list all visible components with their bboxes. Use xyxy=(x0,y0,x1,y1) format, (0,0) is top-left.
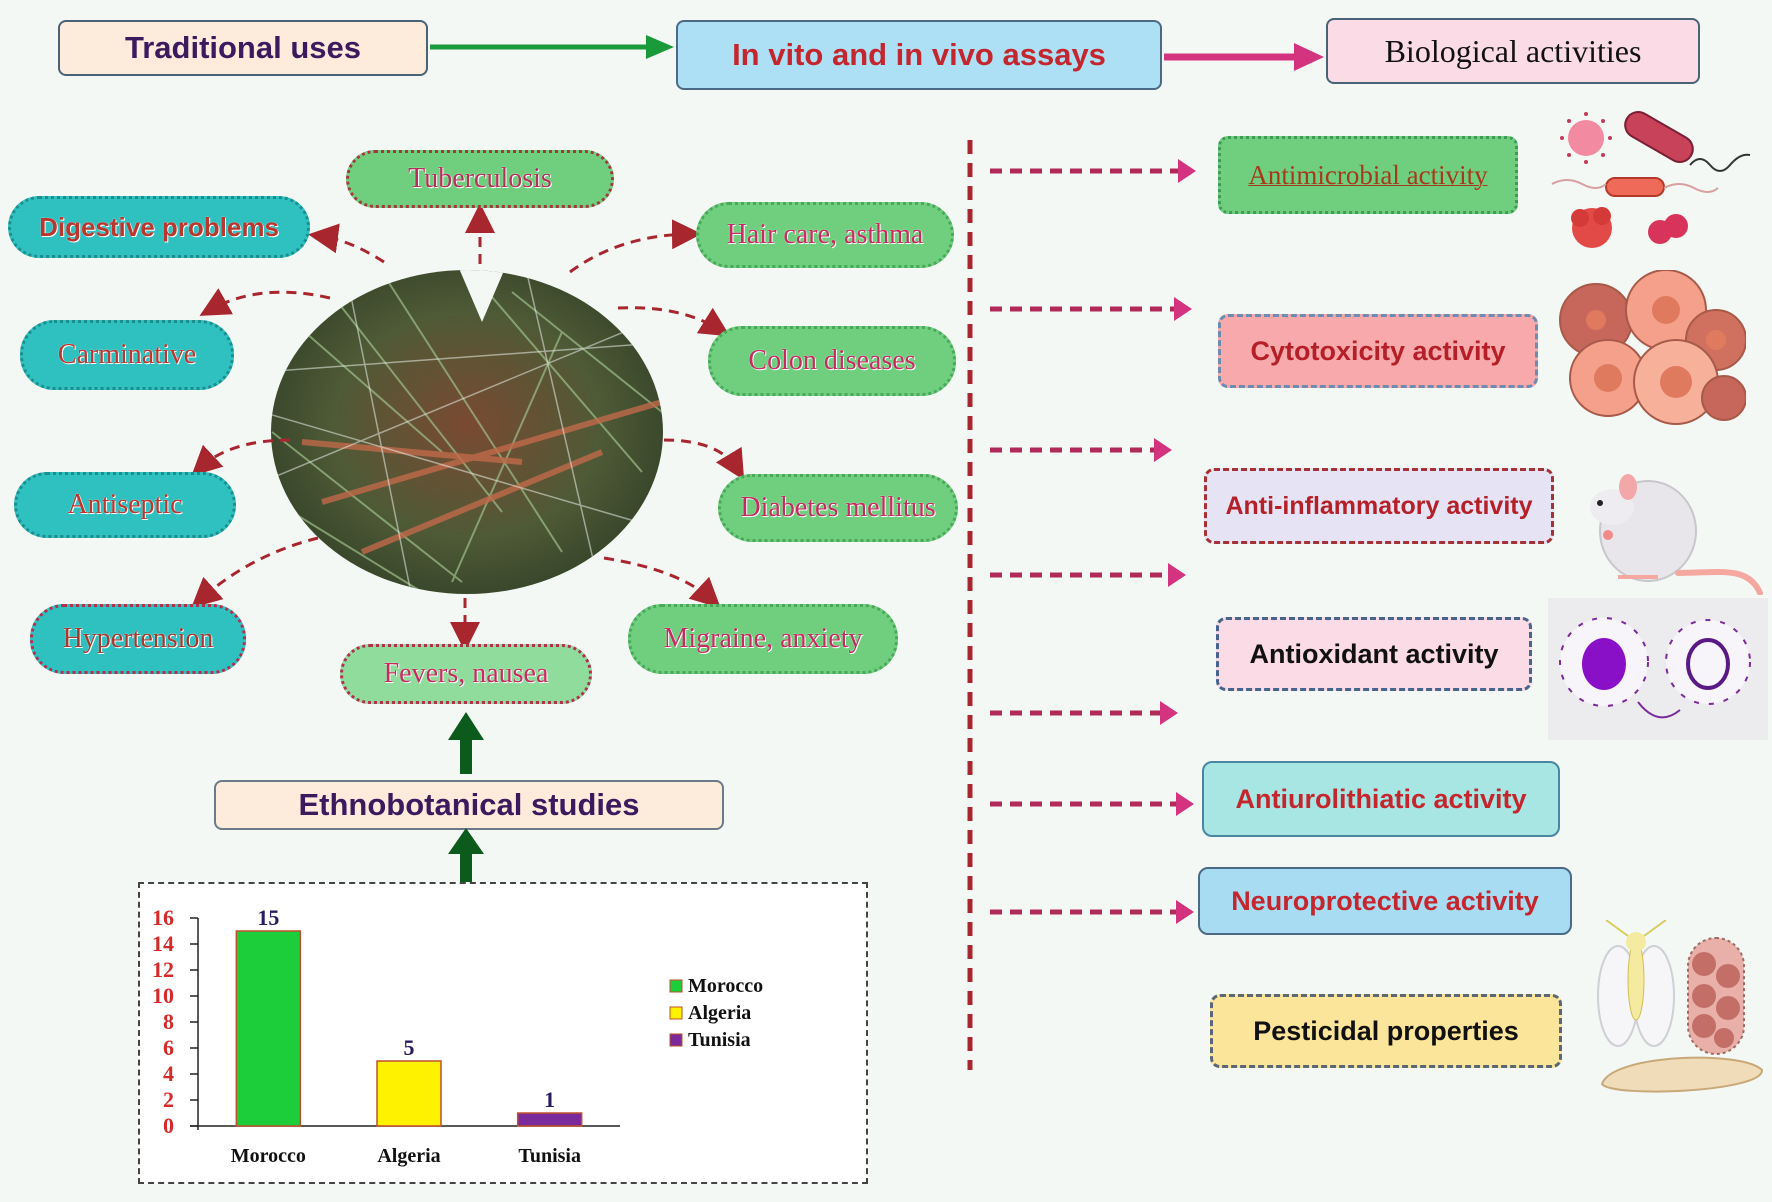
insects-icon xyxy=(1597,920,1764,1093)
use-colon: Colon diseases xyxy=(708,326,956,396)
data-label: 1 xyxy=(544,1087,555,1112)
x-tick-label: Tunisia xyxy=(518,1145,581,1167)
use-label: Colon diseases xyxy=(748,345,916,376)
use-label: Fevers, nausea xyxy=(383,658,549,689)
bar-tunisia xyxy=(516,1112,583,1127)
data-label: 5 xyxy=(404,1035,415,1060)
legend-swatch xyxy=(669,1006,683,1020)
legend-label: Morocco xyxy=(688,975,763,997)
activity-antiurolithiatic: Antiurolithiatic activity xyxy=(1202,761,1560,837)
use-antiseptic: Antiseptic xyxy=(14,472,236,538)
arrowhead-icon xyxy=(1176,900,1194,924)
use-hair-care: Hair care, asthma xyxy=(696,202,954,268)
use-diabetes: Diabetes mellitus xyxy=(718,474,958,542)
bar-algeria xyxy=(376,1060,442,1127)
use-label: Hair care, asthma xyxy=(726,219,924,250)
cancer-cells-icon xyxy=(1559,270,1746,425)
activity-antioxidant: Antioxidant activity xyxy=(1216,617,1532,691)
activity-neuroprotective: Neuroprotective activity xyxy=(1198,867,1572,935)
use-label: Carminative xyxy=(57,339,197,370)
use-label: Hypertension xyxy=(62,623,214,654)
activity-antimicrobial: Antimicrobial activity xyxy=(1218,136,1518,214)
use-hypertension: Hypertension xyxy=(30,604,246,674)
activity-cytotoxicity: Cytotoxicity activity xyxy=(1218,314,1538,388)
ethnobotanical-studies-box: Ethnobotanical studies xyxy=(214,780,724,830)
x-tick-label: Morocco xyxy=(231,1145,306,1167)
up-arrow-icon xyxy=(448,712,484,774)
activity-anti-inflammatory: Anti-inflammatory activity xyxy=(1204,468,1554,544)
green-arrow-icon xyxy=(430,35,674,59)
traditional-uses-label: Traditional uses xyxy=(124,30,361,65)
arrowhead-icon xyxy=(1168,563,1186,587)
activity-label: Anti-inflammatory activity xyxy=(1225,491,1533,520)
arrow-to-hypertension xyxy=(191,536,319,609)
arrowhead-icon xyxy=(1176,792,1194,816)
use-label: Antiseptic xyxy=(67,489,183,520)
arrowhead-icon xyxy=(1154,438,1172,462)
arrowhead-icon xyxy=(1160,701,1178,725)
use-label: Diabetes mellitus xyxy=(740,492,936,523)
arrow-to-diabetes xyxy=(663,438,745,481)
y-tick-label: 10 xyxy=(152,983,174,1008)
activity-pesticidal: Pesticidal properties xyxy=(1210,994,1562,1068)
arrowhead-icon xyxy=(1174,297,1192,321)
activity-label: Antioxidant activity xyxy=(1249,638,1499,669)
mouse-icon xyxy=(1590,474,1763,595)
use-label: Migraine, anxiety xyxy=(663,623,863,654)
arrow-to-digestive xyxy=(308,223,385,264)
arrow-to-migraine xyxy=(603,556,721,609)
use-fevers: Fevers, nausea xyxy=(340,644,592,704)
y-tick-label: 6 xyxy=(163,1035,174,1060)
biological-activities-label: Biological activities xyxy=(1384,32,1642,69)
legend-swatch xyxy=(669,1033,683,1047)
y-tick-label: 12 xyxy=(152,957,174,982)
y-tick-label: 4 xyxy=(163,1061,174,1086)
use-label: Digestive problems xyxy=(39,211,279,242)
legend-swatch xyxy=(669,979,683,993)
use-migraine: Migraine, anxiety xyxy=(628,604,898,674)
microbes-icon xyxy=(1551,111,1751,248)
y-tick-label: 0 xyxy=(163,1113,174,1138)
activity-label: Neuroprotective activity xyxy=(1231,885,1539,916)
y-tick-label: 2 xyxy=(163,1087,174,1112)
y-tick-label: 14 xyxy=(152,931,174,956)
free-radical-icon xyxy=(1548,598,1768,740)
use-digestive: Digestive problems xyxy=(8,196,310,258)
arrowhead-icon xyxy=(1178,159,1196,183)
arrow-to-hair-care xyxy=(569,219,702,274)
arrow-to-carminative xyxy=(199,288,331,316)
use-label: Tuberculosis xyxy=(408,163,552,194)
data-label: 15 xyxy=(257,905,279,930)
y-tick-label: 16 xyxy=(152,905,174,930)
traditional-uses-box: Traditional uses xyxy=(58,20,428,76)
y-tick-label: 8 xyxy=(163,1009,174,1034)
use-carminative: Carminative xyxy=(20,320,234,390)
activity-label: Antiurolithiatic activity xyxy=(1235,783,1527,814)
activity-label: Pesticidal properties xyxy=(1253,1015,1519,1046)
activity-label: Antimicrobial activity xyxy=(1248,159,1488,190)
ethnobotanical-studies-label: Ethnobotanical studies xyxy=(298,787,640,822)
plant-image xyxy=(271,270,663,594)
x-tick-label: Algeria xyxy=(377,1145,440,1167)
legend-label: Algeria xyxy=(688,1002,751,1024)
bar-morocco xyxy=(235,930,302,1127)
use-connectors xyxy=(191,203,745,652)
assays-box: In vito and in vivo assays xyxy=(676,20,1162,90)
arrow-to-colon xyxy=(617,306,731,337)
use-tuberculosis: Tuberculosis xyxy=(346,150,614,208)
legend-label: Tunisia xyxy=(688,1029,751,1051)
biological-activities-box: Biological activities xyxy=(1326,18,1700,84)
arrow-to-antiseptic xyxy=(191,438,291,477)
pink-arrow-icon xyxy=(1164,43,1324,71)
up-arrow-icon xyxy=(448,828,484,884)
activity-connectors xyxy=(967,140,1196,1070)
assays-label: In vito and in vivo assays xyxy=(732,37,1106,72)
activity-label: Cytotoxicity activity xyxy=(1250,335,1506,366)
